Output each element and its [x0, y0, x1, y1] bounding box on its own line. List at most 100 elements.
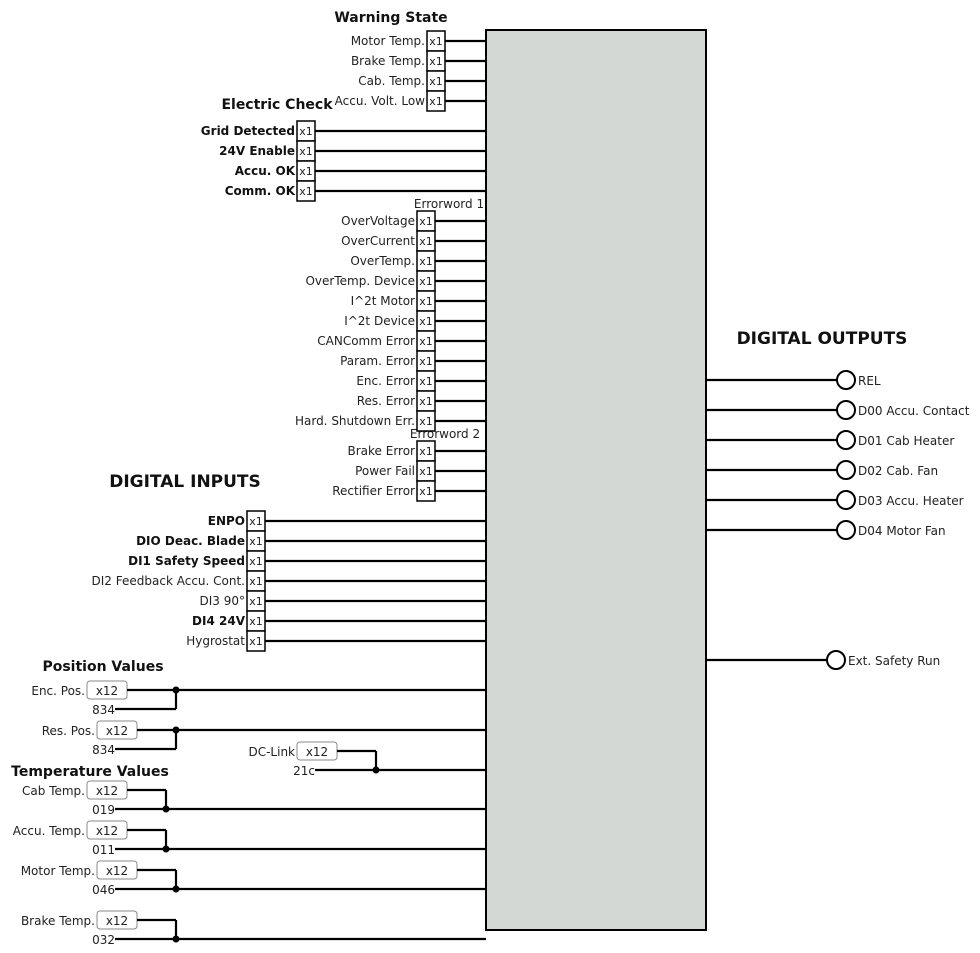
- digital-input-signal-port-label: x1: [249, 635, 263, 648]
- errorword2-signal-port-label: x1: [419, 485, 433, 498]
- warning-state-header: Warning State: [334, 10, 447, 26]
- position-res-label: Res. Pos.: [42, 724, 95, 738]
- position-res-port-label: x12: [106, 724, 128, 738]
- digital-output-label: D01 Cab Heater: [858, 434, 954, 448]
- errorword1-header: Errorword 1: [414, 197, 484, 211]
- errorword1-signal-label: OverVoltage: [341, 214, 415, 228]
- errorword2-signal-label: Power Fail: [355, 464, 415, 478]
- digital-output-terminal: [836, 520, 856, 540]
- digital-input-signal-label: ENPO: [208, 514, 245, 528]
- temperature-1-port-label: x12: [96, 824, 118, 838]
- dc-link-label: DC-Link: [248, 745, 295, 759]
- electric-check-signal-port-label: x1: [299, 145, 313, 158]
- electric-check-signal-port: [296, 180, 316, 202]
- errorword1-signal-port-label: x1: [419, 375, 433, 388]
- digital-input-signal-port: [246, 630, 266, 652]
- digital-input-signal-label: DI1 Safety Speed: [128, 554, 245, 568]
- electric-check-signal-port-label: x1: [299, 185, 313, 198]
- temperature-3-label: Brake Temp.: [21, 914, 95, 928]
- position-enc-value: 834: [92, 703, 115, 717]
- digital-output-terminal: [836, 370, 856, 390]
- errorword1-signal-port-label: x1: [419, 395, 433, 408]
- dc-link-junction: [372, 766, 380, 774]
- digital-output-terminal: [836, 460, 856, 480]
- warning-state-signal-label: Motor Temp.: [351, 34, 425, 48]
- temperature-1-junction: [162, 845, 170, 853]
- errorword1-signal-port: [416, 410, 436, 432]
- electric-check-header: Electric Check: [221, 97, 333, 113]
- errorword1-signal-label: OverTemp. Device: [305, 274, 415, 288]
- errorword1-signal-port-label: x1: [419, 215, 433, 228]
- digital-input-signal-port-label: x1: [249, 575, 263, 588]
- warning-state-signal-port-label: x1: [429, 95, 443, 108]
- digital-output-terminal: [836, 400, 856, 420]
- warning-state-signal-label: Cab. Temp.: [358, 74, 425, 88]
- errorword2-signal-port: [416, 480, 436, 502]
- errorword1-signal-label: Res. Error: [357, 394, 415, 408]
- temperature-1-label: Accu. Temp.: [13, 824, 85, 838]
- digital-output-terminal: [836, 490, 856, 510]
- temperature-0-value: 019: [92, 803, 115, 817]
- temperature-2-value: 046: [92, 883, 115, 897]
- digital-input-signal-port-label: x1: [249, 615, 263, 628]
- digital-input-signal-label: DI4 24V: [192, 614, 246, 628]
- errorword2-signal-port-label: x1: [419, 465, 433, 478]
- temperature-3-port-label: x12: [106, 914, 128, 928]
- dc-link-port-label: x12: [306, 745, 328, 759]
- errorword1-signal-port-label: x1: [419, 255, 433, 268]
- errorword2-signal-port-label: x1: [419, 445, 433, 458]
- errorword1-signal-port-label: x1: [419, 355, 433, 368]
- temperature-2-port-label: x12: [106, 864, 128, 878]
- digital-output-label: D03 Accu. Heater: [858, 494, 964, 508]
- errorword1-signal-label: Enc. Error: [356, 374, 415, 388]
- errorword1-signal-label: OverTemp.: [350, 254, 415, 268]
- position-res-junction: [172, 726, 180, 734]
- temperature-2-junction: [172, 885, 180, 893]
- position-enc-port-label: x12: [96, 684, 118, 698]
- temperature-3-junction: [172, 935, 180, 943]
- temperature-0-label: Cab Temp.: [22, 784, 85, 798]
- electric-check-signal-label: Grid Detected: [201, 124, 295, 138]
- digital-outputs-header: DIGITAL OUTPUTS: [737, 329, 908, 349]
- digital-input-signal-port-label: x1: [249, 595, 263, 608]
- ext-safety-run-output-label: Ext. Safety Run: [848, 654, 940, 668]
- errorword1-signal-port-label: x1: [419, 235, 433, 248]
- digital-input-signal-label: DI2 Feedback Accu. Cont.: [92, 574, 245, 588]
- errorword1-signal-label: I^2t Motor: [351, 294, 415, 308]
- errorword1-signal-label: I^2t Device: [344, 314, 415, 328]
- warning-state-signal-port-label: x1: [429, 75, 443, 88]
- errorword1-signal-port-label: x1: [419, 335, 433, 348]
- warning-state-signal-label: Accu. Volt. Low: [335, 94, 426, 108]
- position-enc-junction: [172, 686, 180, 694]
- digital-output-label: D02 Cab. Fan: [858, 464, 938, 478]
- errorword1-signal-label: OverCurrent: [341, 234, 415, 248]
- errorword1-signal-port-label: x1: [419, 295, 433, 308]
- errorword1-signal-port-label: x1: [419, 315, 433, 328]
- digital-output-label: D00 Accu. Contact: [858, 404, 970, 418]
- electric-check-signal-port-label: x1: [299, 165, 313, 178]
- electric-check-signal-label: Accu. OK: [235, 164, 296, 178]
- temperature-0-port-label: x12: [96, 784, 118, 798]
- digital-output-terminal: [836, 430, 856, 450]
- electric-check-signal-port-label: x1: [299, 125, 313, 138]
- digital-input-signal-port-label: x1: [249, 535, 263, 548]
- errorword1-signal-port-label: x1: [419, 415, 433, 428]
- position-values-header: Position Values: [42, 659, 163, 675]
- dc-link-value: 21c: [293, 764, 315, 778]
- temperature-0-junction: [162, 805, 170, 813]
- errorword1-signal-label: Hard. Shutdown Err.: [295, 414, 415, 428]
- digital-input-signal-port-label: x1: [249, 555, 263, 568]
- digital-input-signal-label: DIO Deac. Blade: [136, 534, 245, 548]
- digital-output-label: D04 Motor Fan: [858, 524, 946, 538]
- errorword1-signal-port-label: x1: [419, 275, 433, 288]
- position-res-value: 834: [92, 743, 115, 757]
- digital-inputs-header: DIGITAL INPUTS: [109, 472, 261, 492]
- electric-check-signal-label: Comm. OK: [225, 184, 296, 198]
- ext-safety-run-output-terminal: [826, 650, 846, 670]
- temperature-1-value: 011: [92, 843, 115, 857]
- digital-input-signal-label: DI3 90°: [200, 594, 246, 608]
- temperature-values-header: Temperature Values: [11, 764, 169, 780]
- warning-state-signal-port: [426, 90, 446, 112]
- temperature-2-label: Motor Temp.: [21, 864, 95, 878]
